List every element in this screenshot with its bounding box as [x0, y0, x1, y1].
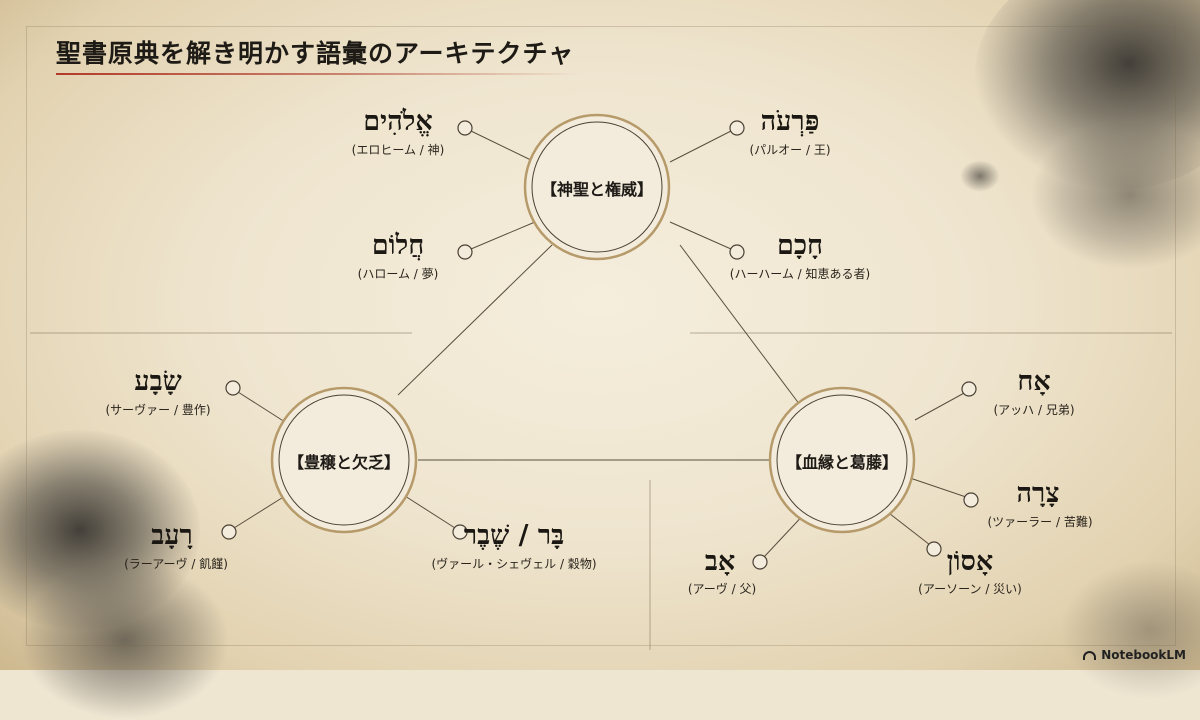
hebrew-word-chacham: חָכָם	[776, 230, 824, 261]
ink-stain-right-small	[960, 160, 1000, 192]
hebrew-word-av: אָב	[704, 546, 736, 577]
hebrew-word-bar-shever: בָּר / שֶׁבֶר	[463, 520, 565, 551]
edge-sacred-abundance	[397, 244, 553, 396]
hebrew-word-paro: פַּרְעֹה	[760, 106, 820, 137]
node-paro	[729, 120, 745, 136]
spoke-raav	[233, 495, 286, 529]
node-raav	[221, 524, 237, 540]
spoke-elohim	[470, 130, 536, 163]
spoke-sava	[237, 391, 286, 423]
brand-mark: NotebookLM	[1083, 648, 1186, 662]
gloss-bar-shever: (ヴァール・シェヴェル / 穀物)	[431, 557, 597, 571]
spoke-bar	[404, 495, 456, 529]
hebrew-word-chalom: חֲלוֹם	[371, 230, 425, 261]
page-title: 聖書原典を解き明かす語彙のアーキテクチャ	[56, 39, 575, 68]
gloss-ason: (アーソーン / 災い)	[918, 582, 1022, 596]
hub-label-abundance: 【豊穣と欠乏】	[287, 453, 401, 472]
hebrew-word-ach: אָח	[1017, 366, 1051, 397]
node-sava	[225, 380, 241, 396]
diagram-lines	[30, 113, 1172, 650]
hub-label-kinship: 【血縁と葛藤】	[785, 453, 899, 472]
hebrew-word-elohim: אֱלֹהִים	[363, 106, 433, 137]
hebrew-word-tsara: צָרָה	[1016, 478, 1060, 509]
hub-circle-abundance	[270, 386, 418, 534]
hub-circle-kinship	[768, 386, 916, 534]
notebooklm-icon	[1083, 650, 1097, 660]
node-elohim	[457, 120, 473, 136]
spoke-chacham	[669, 221, 732, 250]
node-chacham	[729, 244, 745, 260]
hub-label-sacred: 【神聖と権威】	[540, 180, 654, 199]
spoke-ach	[914, 391, 967, 421]
gloss-sava: (サーヴァー / 豊作)	[105, 403, 211, 417]
node-bar	[452, 524, 468, 540]
spoke-chalom	[470, 221, 536, 250]
gloss-av: (アーヴ / 父)	[687, 582, 757, 596]
gloss-raav: (ラーアーヴ / 飢饉)	[124, 557, 228, 571]
node-chalom	[457, 244, 473, 260]
gloss-elohim: (エロヒーム / 神)	[351, 143, 445, 157]
node-ach	[961, 381, 977, 397]
hebrew-word-sava: שָׂבָע	[134, 366, 182, 397]
node-av	[752, 554, 768, 570]
node-tsara	[963, 492, 979, 508]
spoke-ason	[884, 509, 931, 546]
gloss-ach: (アッハ / 兄弟)	[993, 403, 1075, 417]
node-ason	[926, 541, 942, 557]
gloss-chacham: (ハーハーム / 知恵ある者)	[729, 267, 871, 281]
spoke-paro	[669, 130, 732, 163]
edge-sacred-kinship	[679, 244, 801, 406]
hub-circle-sacred	[523, 113, 671, 261]
gloss-tsara: (ツァーラー / 苦難)	[987, 515, 1093, 529]
gloss-paro: (パルオー / 王)	[749, 143, 831, 157]
gloss-chalom: (ハローム / 夢)	[357, 267, 439, 281]
spoke-tsara	[909, 477, 967, 498]
title-underline	[56, 73, 582, 75]
hebrew-word-raav: רָעָב	[151, 520, 193, 551]
page-frame	[26, 26, 1176, 646]
hebrew-word-ason: אָסוֹן	[946, 546, 994, 577]
brand-label: NotebookLM	[1101, 648, 1186, 662]
ink-stain-right	[1030, 120, 1200, 270]
